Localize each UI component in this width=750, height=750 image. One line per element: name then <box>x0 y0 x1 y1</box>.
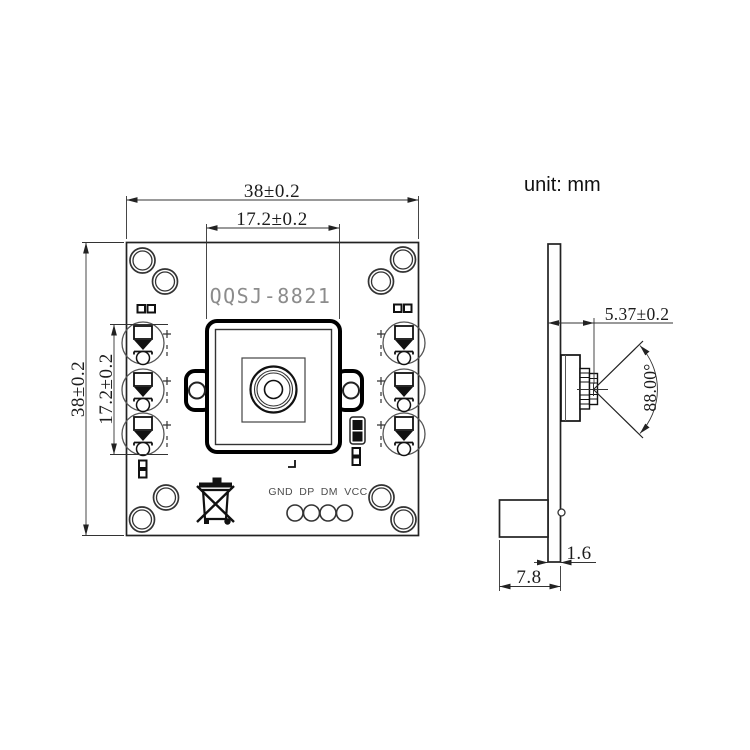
dim-text-board-thickness: 1.6 <box>566 543 591 564</box>
passive-component <box>349 416 366 466</box>
ir-led-column-right <box>376 321 426 457</box>
dim-text-holder-width: 17.2±0.2 <box>236 209 307 230</box>
ear-screw-hole-left <box>188 381 206 400</box>
dim-lens-protrusion: 5.37±0.2 <box>548 304 673 384</box>
connector-side <box>498 499 549 538</box>
dim-text-board-height: 38±0.2 <box>68 361 89 417</box>
dim-holder-width: 17.2±0.2 <box>206 209 340 319</box>
lens-side <box>560 354 608 422</box>
dim-text-holder-height: 17.2±0.2 <box>96 353 117 424</box>
fov-angle: 88.00° <box>593 340 660 439</box>
front-view: QQSJ-8821 GND DP DM VCC 38±0.2 17.2±0.2 … <box>68 181 426 537</box>
dim-text-lens-protrusion: 5.37±0.2 <box>605 304 670 324</box>
lens <box>249 365 298 414</box>
unit-label: unit: mm <box>524 174 601 196</box>
ear-screw-hole-right <box>342 381 360 400</box>
connector-pads <box>286 504 354 522</box>
connector-pin <box>557 508 566 517</box>
dim-text-board-width: 38±0.2 <box>244 181 300 202</box>
dim-holder-height: 17.2±0.2 <box>96 324 168 455</box>
lens-holder <box>184 319 364 454</box>
dim-text-fov-angle: 88.00° <box>640 363 660 411</box>
dim-text-connector-depth: 7.8 <box>516 567 541 588</box>
side-view: 88.00° 5.37±0.2 1.6 7.8 <box>498 243 673 591</box>
dim-connector-depth: 7.8 <box>499 540 561 591</box>
weee-crossed-bin-icon <box>196 477 235 525</box>
dim-board-thickness: 1.6 <box>534 543 596 566</box>
silkscreen-pin-labels: GND DP DM VCC <box>268 486 367 498</box>
ir-led-column-left <box>121 321 172 457</box>
dim-board-width: 38±0.2 <box>126 181 419 239</box>
dim-board-height: 38±0.2 <box>68 242 124 536</box>
silkscreen-model-text: QQSJ-8821 <box>210 284 332 308</box>
pin1-mark <box>288 460 296 468</box>
